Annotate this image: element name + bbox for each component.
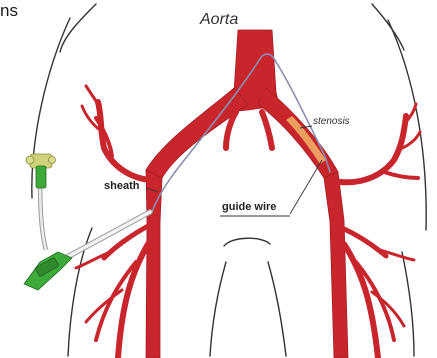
stopcock-valve[interactable]	[26, 154, 56, 188]
right-abdomen-outline	[372, 4, 404, 50]
right-internal-iliac-artery	[340, 116, 406, 182]
groin-outline	[224, 238, 270, 246]
left-deep-femoral-artery	[118, 244, 148, 358]
left-internal-iliac-twig	[86, 86, 98, 104]
arterial-tree	[76, 30, 420, 358]
right-median-stub-artery	[262, 112, 272, 148]
guide-wire-label: guide wire	[222, 202, 276, 213]
sheath-hub[interactable]	[24, 252, 72, 290]
left-internal-iliac-artery	[98, 102, 150, 180]
left-common-iliac-artery	[146, 88, 248, 178]
left-external-iliac-artery	[146, 170, 162, 358]
inner-left-thigh-outline	[210, 262, 226, 356]
stenosis-label: stenosis	[313, 117, 350, 127]
right-leg-outline	[402, 252, 414, 356]
guide-wire-leader-line	[290, 160, 322, 214]
right-external-iliac-artery	[324, 172, 348, 358]
sheath-label: sheath	[104, 181, 139, 192]
left-deep-femoral-branch	[96, 262, 136, 340]
aorta-label: Aorta	[200, 12, 238, 28]
corner-text: ns	[0, 2, 18, 19]
right-internal-iliac-branch	[384, 172, 418, 178]
inner-right-thigh-outline	[268, 262, 286, 356]
right-deep-femoral-artery	[344, 244, 378, 358]
